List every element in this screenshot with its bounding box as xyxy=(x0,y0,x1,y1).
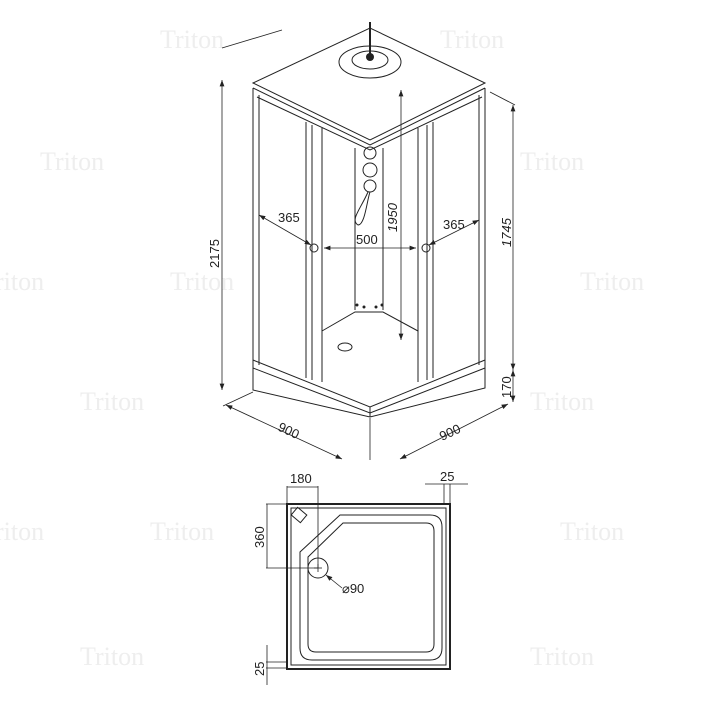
plan-view: 180 25 360 ⌀90 25 xyxy=(252,469,468,685)
dim-frame-bottom: 25 xyxy=(252,662,267,676)
dim-inner-height: 1950 xyxy=(385,202,400,232)
watermark: Triton xyxy=(530,642,594,671)
door-handle-left xyxy=(309,243,319,253)
dim-door-left-width: 365 xyxy=(278,210,300,225)
watermark: Triton xyxy=(150,517,214,546)
watermark: Triton xyxy=(520,147,584,176)
mixer-icon xyxy=(362,162,378,178)
dim-drain-offset-x: 180 xyxy=(290,471,312,486)
dim-opening-width: 500 xyxy=(356,232,378,247)
watermark: Triton xyxy=(580,267,644,296)
watermark: Triton xyxy=(0,517,44,546)
watermark: Triton xyxy=(160,25,224,54)
dim-drain-offset-y: 360 xyxy=(252,526,267,548)
watermark: Triton xyxy=(530,387,594,416)
dim-total-height: 2175 xyxy=(207,239,222,268)
dim-door-height: 1745 xyxy=(499,217,514,247)
drain-icon xyxy=(337,342,353,352)
isometric-view: 2175 1950 1745 170 365 365 500 900 900 xyxy=(207,22,516,460)
valve-icon xyxy=(290,506,308,524)
watermark: Triton xyxy=(170,267,234,296)
watermark: Triton xyxy=(440,25,504,54)
door-handle-right xyxy=(421,243,431,253)
dim-frame-right: 25 xyxy=(440,469,454,484)
watermark: Triton xyxy=(80,642,144,671)
watermark: Triton xyxy=(0,267,44,296)
dim-depth-right: 900 xyxy=(437,421,463,444)
watermark: Triton xyxy=(560,517,624,546)
dim-drain-diameter: ⌀90 xyxy=(342,581,364,596)
watermark: Triton xyxy=(80,387,144,416)
dim-door-right-width: 365 xyxy=(443,217,465,232)
watermark: Triton xyxy=(40,147,104,176)
dim-tray-height: 170 xyxy=(499,376,514,398)
